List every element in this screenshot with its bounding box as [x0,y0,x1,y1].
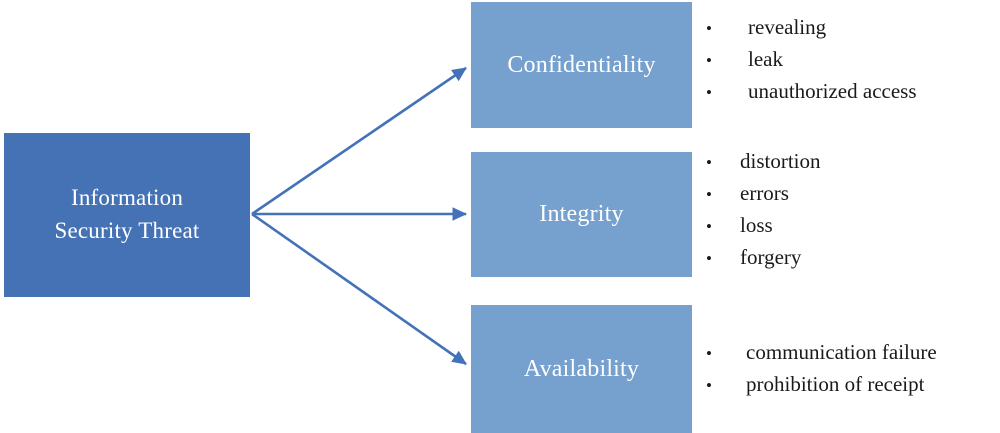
bullet-list-integrity: • distortion • errors • loss • forgery [706,146,821,274]
list-item: • communication failure [706,337,937,369]
bullet-list-availability: • communication failure • prohibition of… [706,337,937,401]
bullet-dot-icon: • [706,19,712,38]
list-item-label: forgery [740,245,802,269]
list-item: • leak [706,44,917,76]
list-item: • prohibition of receipt [706,369,937,401]
bullet-dot-icon: • [706,376,712,395]
list-item-label: revealing [748,15,827,39]
bullet-dot-icon: • [706,344,712,363]
list-item-label: prohibition of receipt [746,372,925,396]
list-item-label: loss [740,213,773,237]
category-node-label: Integrity [539,201,624,227]
category-node-integrity: Integrity [471,152,692,277]
bullet-dot-icon: • [706,153,712,172]
arrow-to-confidentiality [251,66,467,216]
bullet-dot-icon: • [706,83,712,102]
list-item-label: leak [748,47,783,71]
bullet-dot-icon: • [706,217,712,236]
list-item: • distortion [706,146,821,178]
bullet-dot-icon: • [706,51,712,70]
list-item: • revealing [706,12,917,44]
bullet-dot-icon: • [706,249,712,268]
list-item-label: errors [740,181,789,205]
source-node-information-security-threat: Information Security Threat [4,133,250,297]
category-node-availability: Availability [471,305,692,433]
bullet-list-confidentiality: • revealing • leak • unauthorized access [706,12,917,108]
list-item: • loss [706,210,821,242]
source-node-label: Information Security Threat [54,185,200,243]
bullet-dot-icon: • [706,185,712,204]
arrow-to-availability [251,212,467,366]
list-item-label: communication failure [746,340,937,364]
list-item: • forgery [706,242,821,274]
category-node-confidentiality: Confidentiality [471,2,692,128]
list-item: • unauthorized access [706,76,917,108]
list-item: • errors [706,178,821,210]
category-node-label: Availability [523,355,640,382]
list-item-label: distortion [740,149,821,173]
category-node-label: Confidentiality [507,51,656,78]
list-item-label: unauthorized access [748,79,917,103]
